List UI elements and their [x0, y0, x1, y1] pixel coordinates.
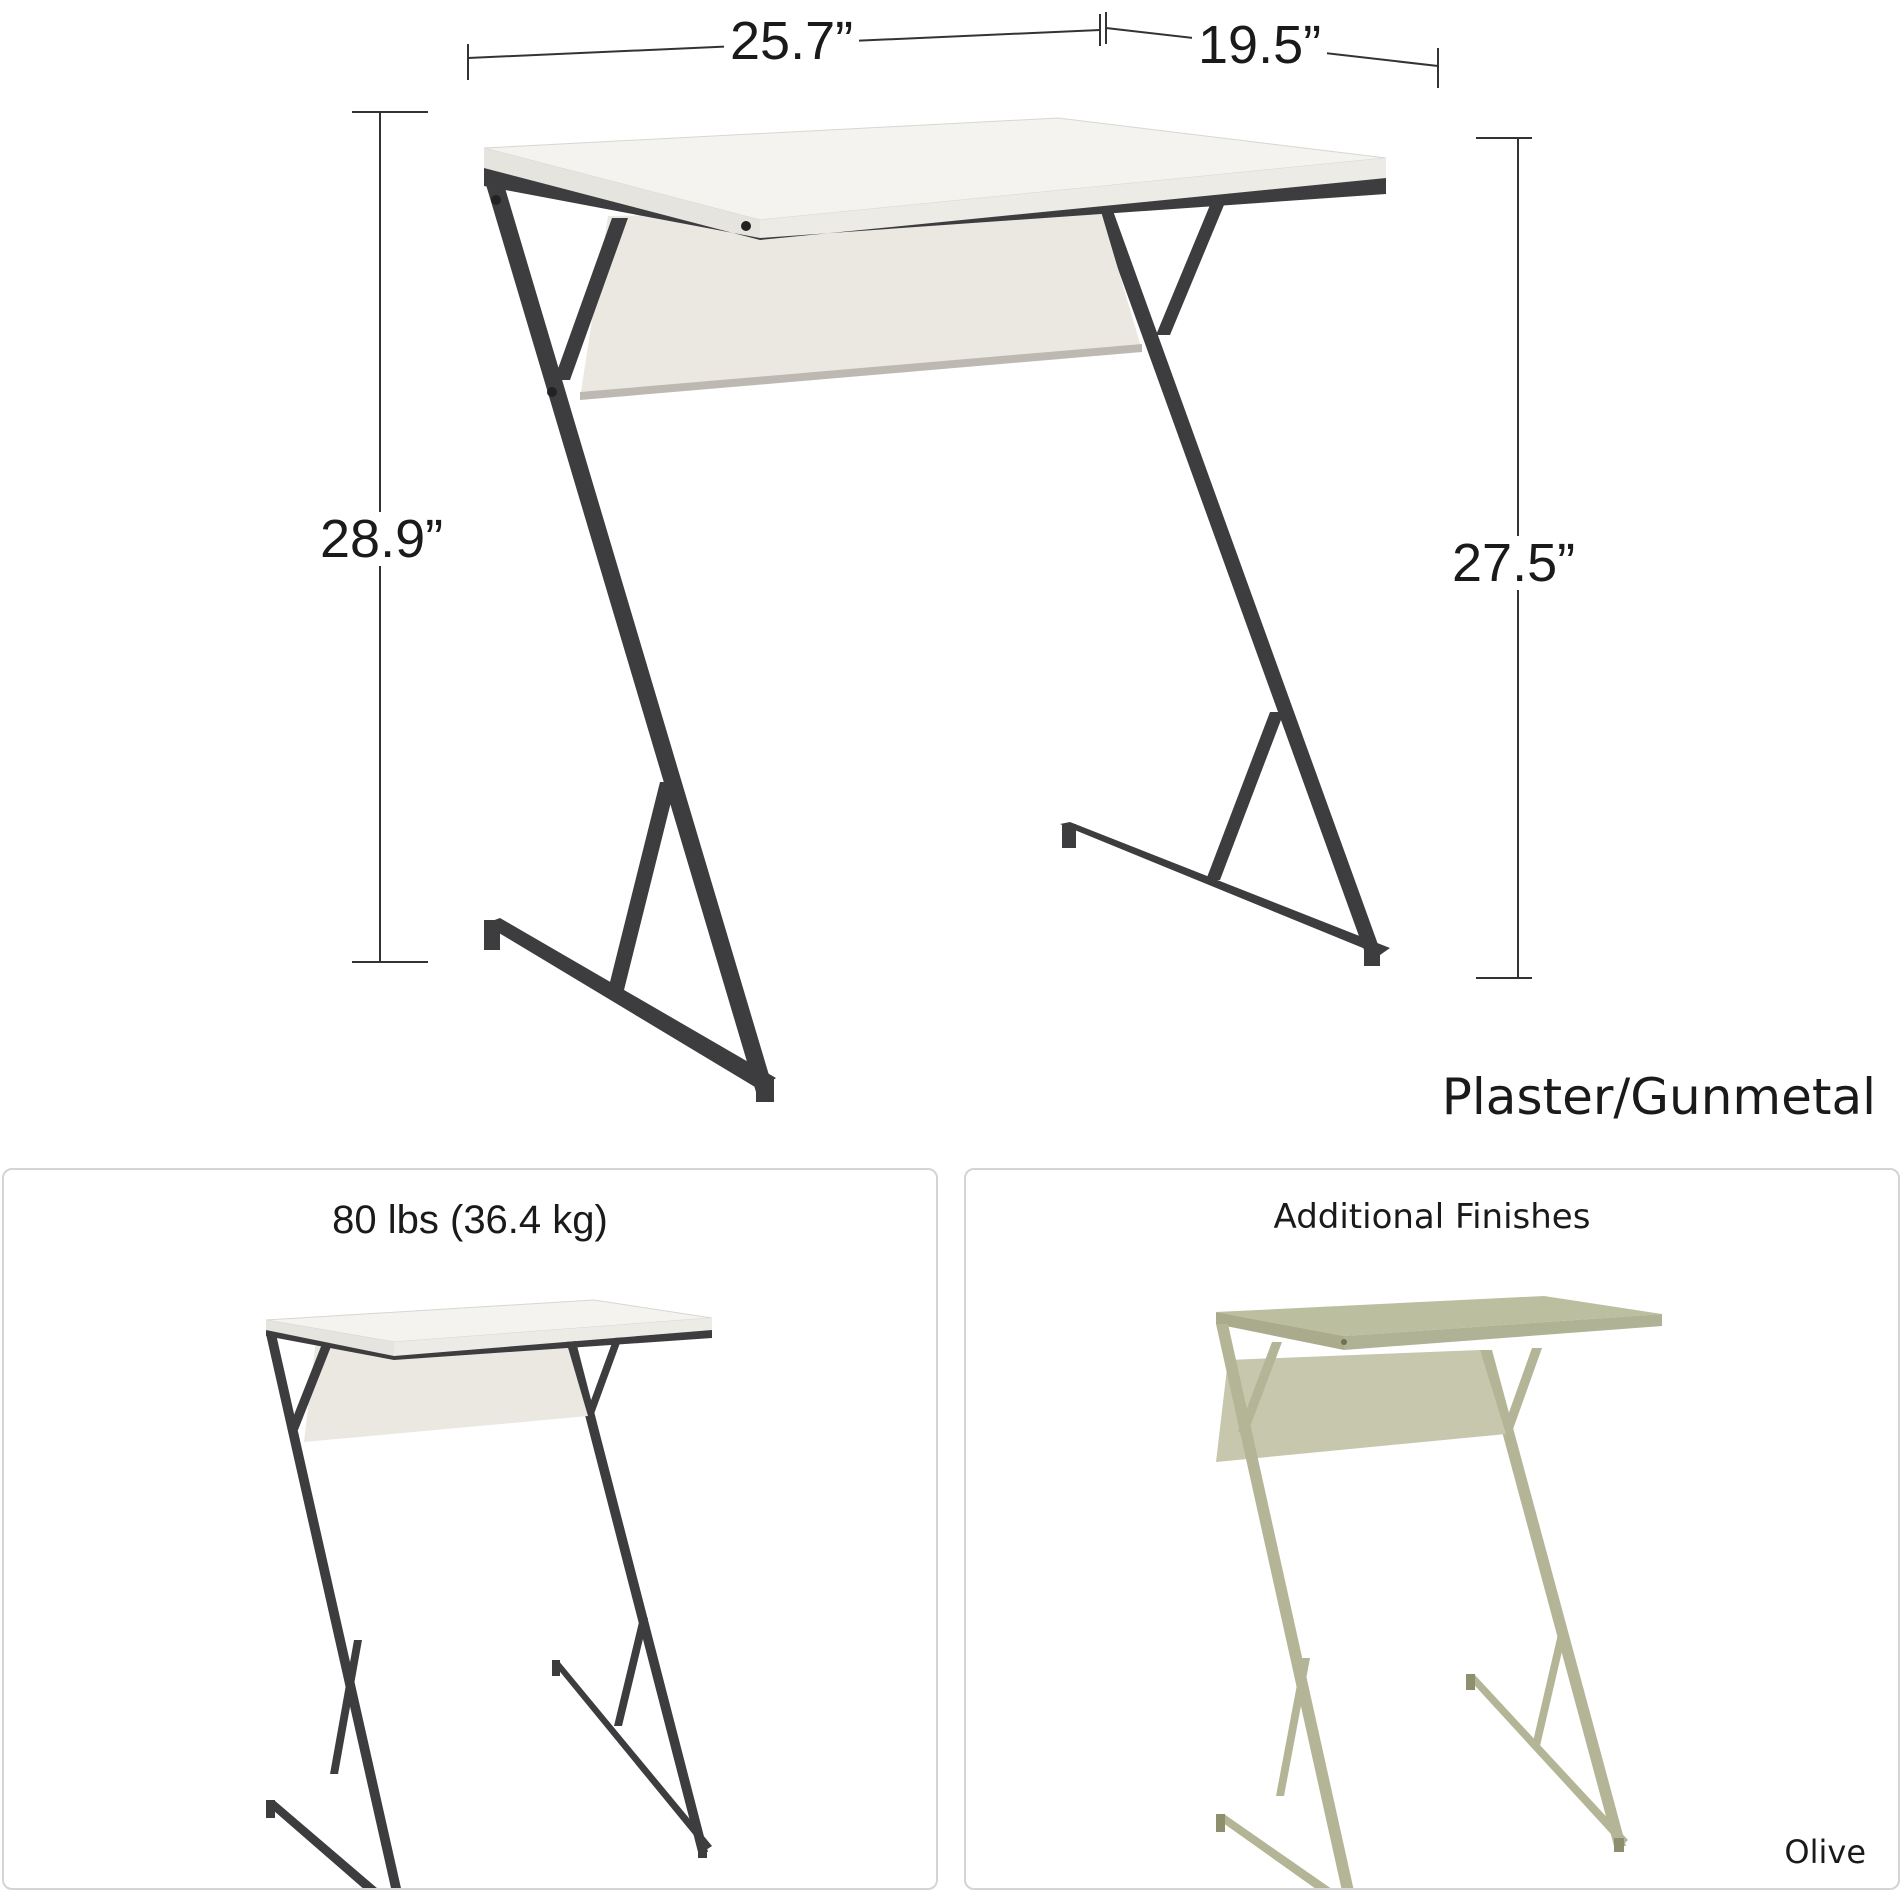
- front-leg-frame-olive: [1216, 1324, 1354, 1888]
- back-leg-frame-small: [552, 1332, 712, 1858]
- modesty-panel-olive: [1216, 1350, 1506, 1462]
- leg-height-dimension-label: 27.5”: [1446, 536, 1582, 590]
- front-leg-frame: [484, 178, 776, 1102]
- modesty-panel: [580, 208, 1142, 398]
- desk-top-olive: [1216, 1296, 1662, 1350]
- front-leg-frame-small: [266, 1334, 401, 1888]
- desk-top: [483, 117, 1387, 240]
- back-leg-frame-olive: [1466, 1348, 1628, 1852]
- weight-desk-illustration: [265, 1299, 713, 1888]
- additional-finishes-title: Additional Finishes: [1273, 1197, 1591, 1237]
- main-desk-illustration: [352, 12, 1532, 1102]
- olive-desk-illustration: [1216, 1296, 1662, 1888]
- main-finish-label: Plaster/Gunmetal: [1441, 1068, 1876, 1126]
- width-dimension-label: 25.7”: [724, 14, 860, 68]
- olive-finish-label: Olive: [1784, 1833, 1866, 1871]
- total-height-dimension-label: 28.9”: [314, 512, 450, 566]
- desk-top-small: [265, 1299, 713, 1360]
- weight-capacity-panel: 80 lbs (36.4 kg): [2, 1168, 938, 1890]
- modesty-panel-small: [304, 1334, 588, 1442]
- back-leg-frame: [1060, 205, 1390, 966]
- weight-capacity-title: 80 lbs (36.4 kg): [332, 1198, 608, 1242]
- additional-finishes-panel: Additional Finishes Olive: [964, 1168, 1900, 1890]
- depth-dimension-label: 19.5”: [1192, 18, 1328, 72]
